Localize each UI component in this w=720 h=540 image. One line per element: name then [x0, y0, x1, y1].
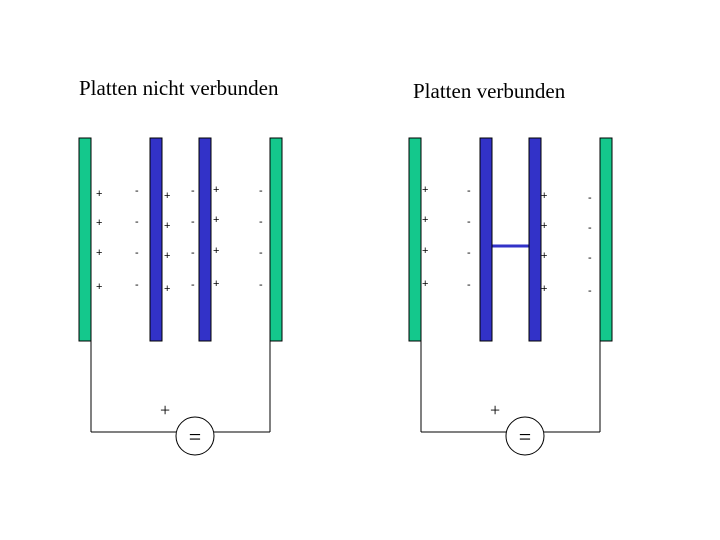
charge-plus: + [422, 245, 428, 257]
charge-minus: - [588, 192, 592, 204]
charge-minus: - [259, 216, 263, 228]
left-inner-plate-2 [198, 137, 212, 342]
charge-plus: + [213, 245, 219, 257]
right-charges: + + + + - - - - + + + + - - - - [422, 184, 592, 297]
charge-minus: - [259, 247, 263, 259]
charge-minus: - [467, 247, 471, 259]
right-inner-plate-2 [528, 137, 542, 342]
charge-minus: - [588, 252, 592, 264]
left-source-plus: + [160, 400, 170, 420]
right-voltage-source [505, 416, 545, 456]
left-circuit-wire [90, 341, 271, 433]
left-diagram: Platten nicht verbunden + + + + - - - - … [78, 76, 283, 456]
charge-minus: - [135, 185, 139, 197]
charge-plus: + [541, 220, 547, 232]
right-outer-plate-2 [599, 137, 613, 342]
charge-minus: - [259, 185, 263, 197]
charge-plus: + [164, 220, 170, 232]
right-diagram: Platten verbunden + + + + - - - - + [408, 79, 613, 456]
right-source-plus: + [490, 400, 500, 420]
right-outer-plate-1 [408, 137, 422, 342]
left-voltage-source [175, 416, 215, 456]
charge-plus: + [96, 188, 102, 200]
charge-minus: - [467, 279, 471, 291]
right-inner-plate-1 [479, 137, 493, 342]
left-inner-plate-1 [149, 137, 163, 342]
charge-minus: - [259, 279, 263, 291]
charge-plus: + [164, 250, 170, 262]
left-outer-plate-1 [78, 137, 92, 342]
charge-plus: + [96, 247, 102, 259]
left-title: Platten nicht verbunden [79, 76, 279, 100]
charge-plus: + [422, 278, 428, 290]
left-source-symbol: = [189, 424, 201, 449]
charge-minus: - [191, 279, 195, 291]
right-source-symbol: = [519, 424, 531, 449]
charge-minus: - [467, 185, 471, 197]
charge-minus: - [135, 216, 139, 228]
charge-plus: + [213, 278, 219, 290]
charge-plus: + [96, 281, 102, 293]
charge-plus: + [422, 184, 428, 196]
charge-minus: - [135, 279, 139, 291]
charge-plus: + [422, 214, 428, 226]
charge-plus: + [164, 190, 170, 202]
charge-minus: - [467, 216, 471, 228]
charge-minus: - [588, 285, 592, 297]
charge-minus: - [191, 216, 195, 228]
charge-plus: + [541, 283, 547, 295]
charge-minus: - [588, 222, 592, 234]
left-charges: + + + + - - - - + + + + - - - - + + + + … [96, 184, 263, 295]
charge-minus: - [135, 247, 139, 259]
charge-plus: + [213, 184, 219, 196]
charge-minus: - [191, 247, 195, 259]
left-outer-plate-2 [269, 137, 283, 342]
charge-minus: - [191, 185, 195, 197]
charge-plus: + [96, 217, 102, 229]
right-circuit-wire [420, 341, 601, 433]
right-title: Platten verbunden [413, 79, 566, 103]
charge-plus: + [164, 283, 170, 295]
charge-plus: + [541, 250, 547, 262]
charge-plus: + [541, 190, 547, 202]
charge-plus: + [213, 214, 219, 226]
